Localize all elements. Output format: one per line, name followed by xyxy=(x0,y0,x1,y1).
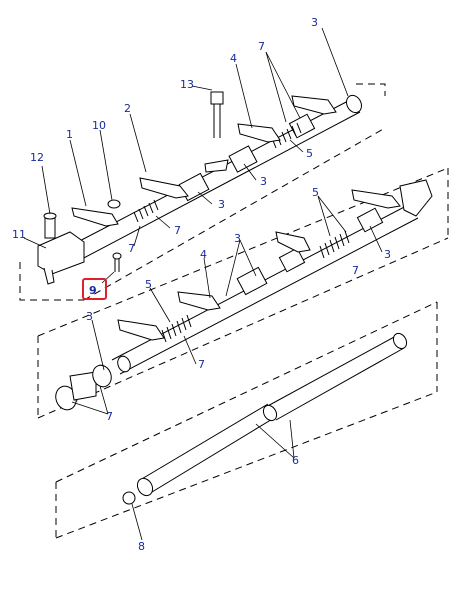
middle-rocker-shaft xyxy=(111,179,433,375)
callout-11: 11 xyxy=(12,228,26,241)
callout-labels: 3 7 4 13 2 10 1 12 5 3 3 7 7 11 5 3 3 4 … xyxy=(12,16,391,553)
end-caps-left xyxy=(55,355,131,411)
upper-assembly-boundary xyxy=(19,83,386,301)
lower-shafts xyxy=(136,332,408,497)
callout-1: 1 xyxy=(66,128,73,141)
callout-13: 13 xyxy=(180,78,194,91)
callout-3: 3 xyxy=(234,232,241,245)
callout-9: 9 xyxy=(89,284,97,297)
callout-8: 8 xyxy=(138,540,145,553)
upper-screws xyxy=(43,91,224,272)
callout-5: 5 xyxy=(145,278,152,291)
callout-6: 6 xyxy=(292,454,299,467)
callout-7: 7 xyxy=(352,264,359,277)
callout-10: 10 xyxy=(92,119,106,132)
plug xyxy=(122,491,136,505)
callout-2: 2 xyxy=(124,102,131,115)
callout-3: 3 xyxy=(384,248,391,261)
middle-springs xyxy=(161,230,350,343)
callout-12: 12 xyxy=(30,151,44,164)
leader-lines xyxy=(23,27,383,541)
callout-7: 7 xyxy=(258,40,265,53)
callout-3: 3 xyxy=(86,310,93,323)
callout-7: 7 xyxy=(106,410,113,423)
lower-assembly-boundary xyxy=(55,301,438,539)
callout-5: 5 xyxy=(312,186,319,199)
middle-assembly-boundary xyxy=(37,167,449,419)
callout-4: 4 xyxy=(200,248,207,261)
callout-5: 5 xyxy=(306,147,313,160)
callout-7: 7 xyxy=(174,224,181,237)
highlighted-callout-9[interactable]: 9 xyxy=(82,278,107,300)
callout-7: 7 xyxy=(128,242,135,255)
callout-3: 3 xyxy=(260,175,267,188)
callout-3: 3 xyxy=(311,16,318,29)
upper-rocker-arms xyxy=(71,95,337,227)
upper-rocker-shaft xyxy=(69,94,362,261)
callout-4: 4 xyxy=(230,52,237,65)
upper-springs xyxy=(133,122,302,223)
end-support-bracket xyxy=(37,231,85,285)
callout-3: 3 xyxy=(218,198,225,211)
highlight-box xyxy=(82,278,107,300)
middle-rocker-arms xyxy=(117,189,401,341)
callout-7: 7 xyxy=(198,358,205,371)
